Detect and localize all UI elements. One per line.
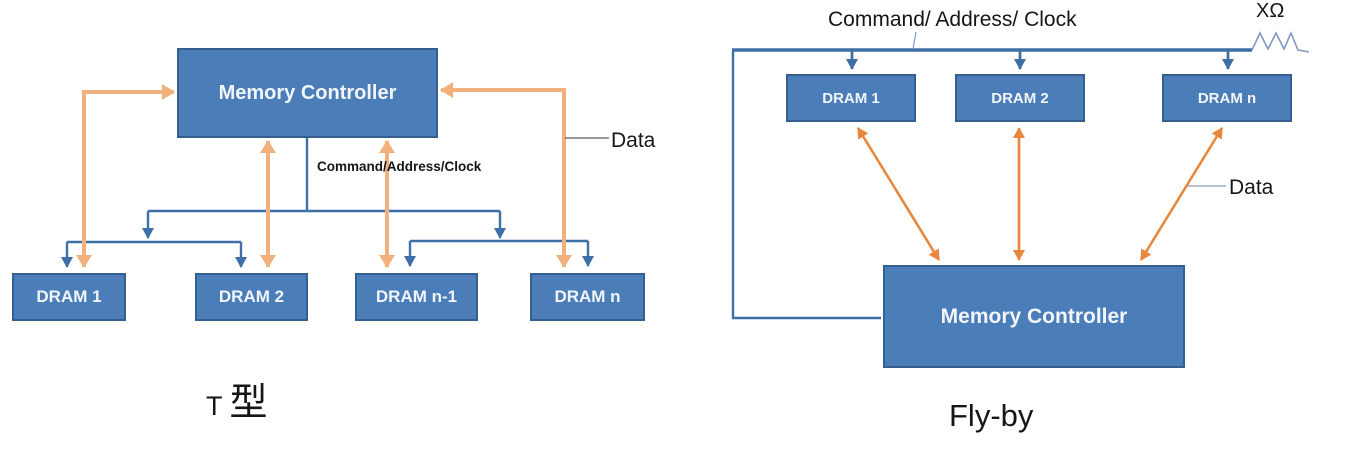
- t-type-caption: T 型: [206, 371, 268, 426]
- fly-by-caption: Fly-by: [949, 398, 1034, 433]
- data-label-left: Data: [611, 129, 656, 152]
- t-type-caption-latin: T: [206, 391, 223, 421]
- dramn-box-left: DRAM n: [530, 273, 645, 321]
- data-arrow-dramn: [440, 82, 572, 268]
- t-type-data-arrows: [76, 82, 572, 268]
- termination-resistor-label: XΩ: [1256, 0, 1285, 22]
- dramn-box-right: DRAM n: [1162, 74, 1292, 122]
- flyby-command-bus: [731, 48, 1252, 320]
- cmd-label-tick: [912, 31, 917, 50]
- termination-resistor-zigzag: [1251, 30, 1310, 53]
- data-arrow-dram1: [76, 84, 175, 268]
- command-address-clock-label-right: Command/ Address/ Clock: [828, 8, 1077, 31]
- memory-controller-box-left: Memory Controller: [177, 48, 438, 138]
- t-type-command-tree: [61, 138, 594, 268]
- dram1-box-left: DRAM 1: [12, 273, 126, 321]
- t-type-caption-cjk: 型: [229, 382, 268, 424]
- command-address-clock-label-left: Command/Address/Clock: [317, 159, 482, 174]
- data-label-right: Data: [1229, 176, 1274, 199]
- dram2-box-right: DRAM 2: [955, 74, 1085, 122]
- memory-controller-box-right: Memory Controller: [883, 265, 1185, 368]
- dram1-box-right: DRAM 1: [786, 74, 916, 122]
- flyby-data-arrows: [856, 127, 1224, 261]
- data-arrow-rdram1: [856, 127, 941, 261]
- dramn1-box-left: DRAM n-1: [355, 273, 478, 321]
- data-arrow-rdramn: [1139, 127, 1224, 261]
- dram2-box-left: DRAM 2: [195, 273, 308, 321]
- cmd-return-loop: [731, 51, 881, 320]
